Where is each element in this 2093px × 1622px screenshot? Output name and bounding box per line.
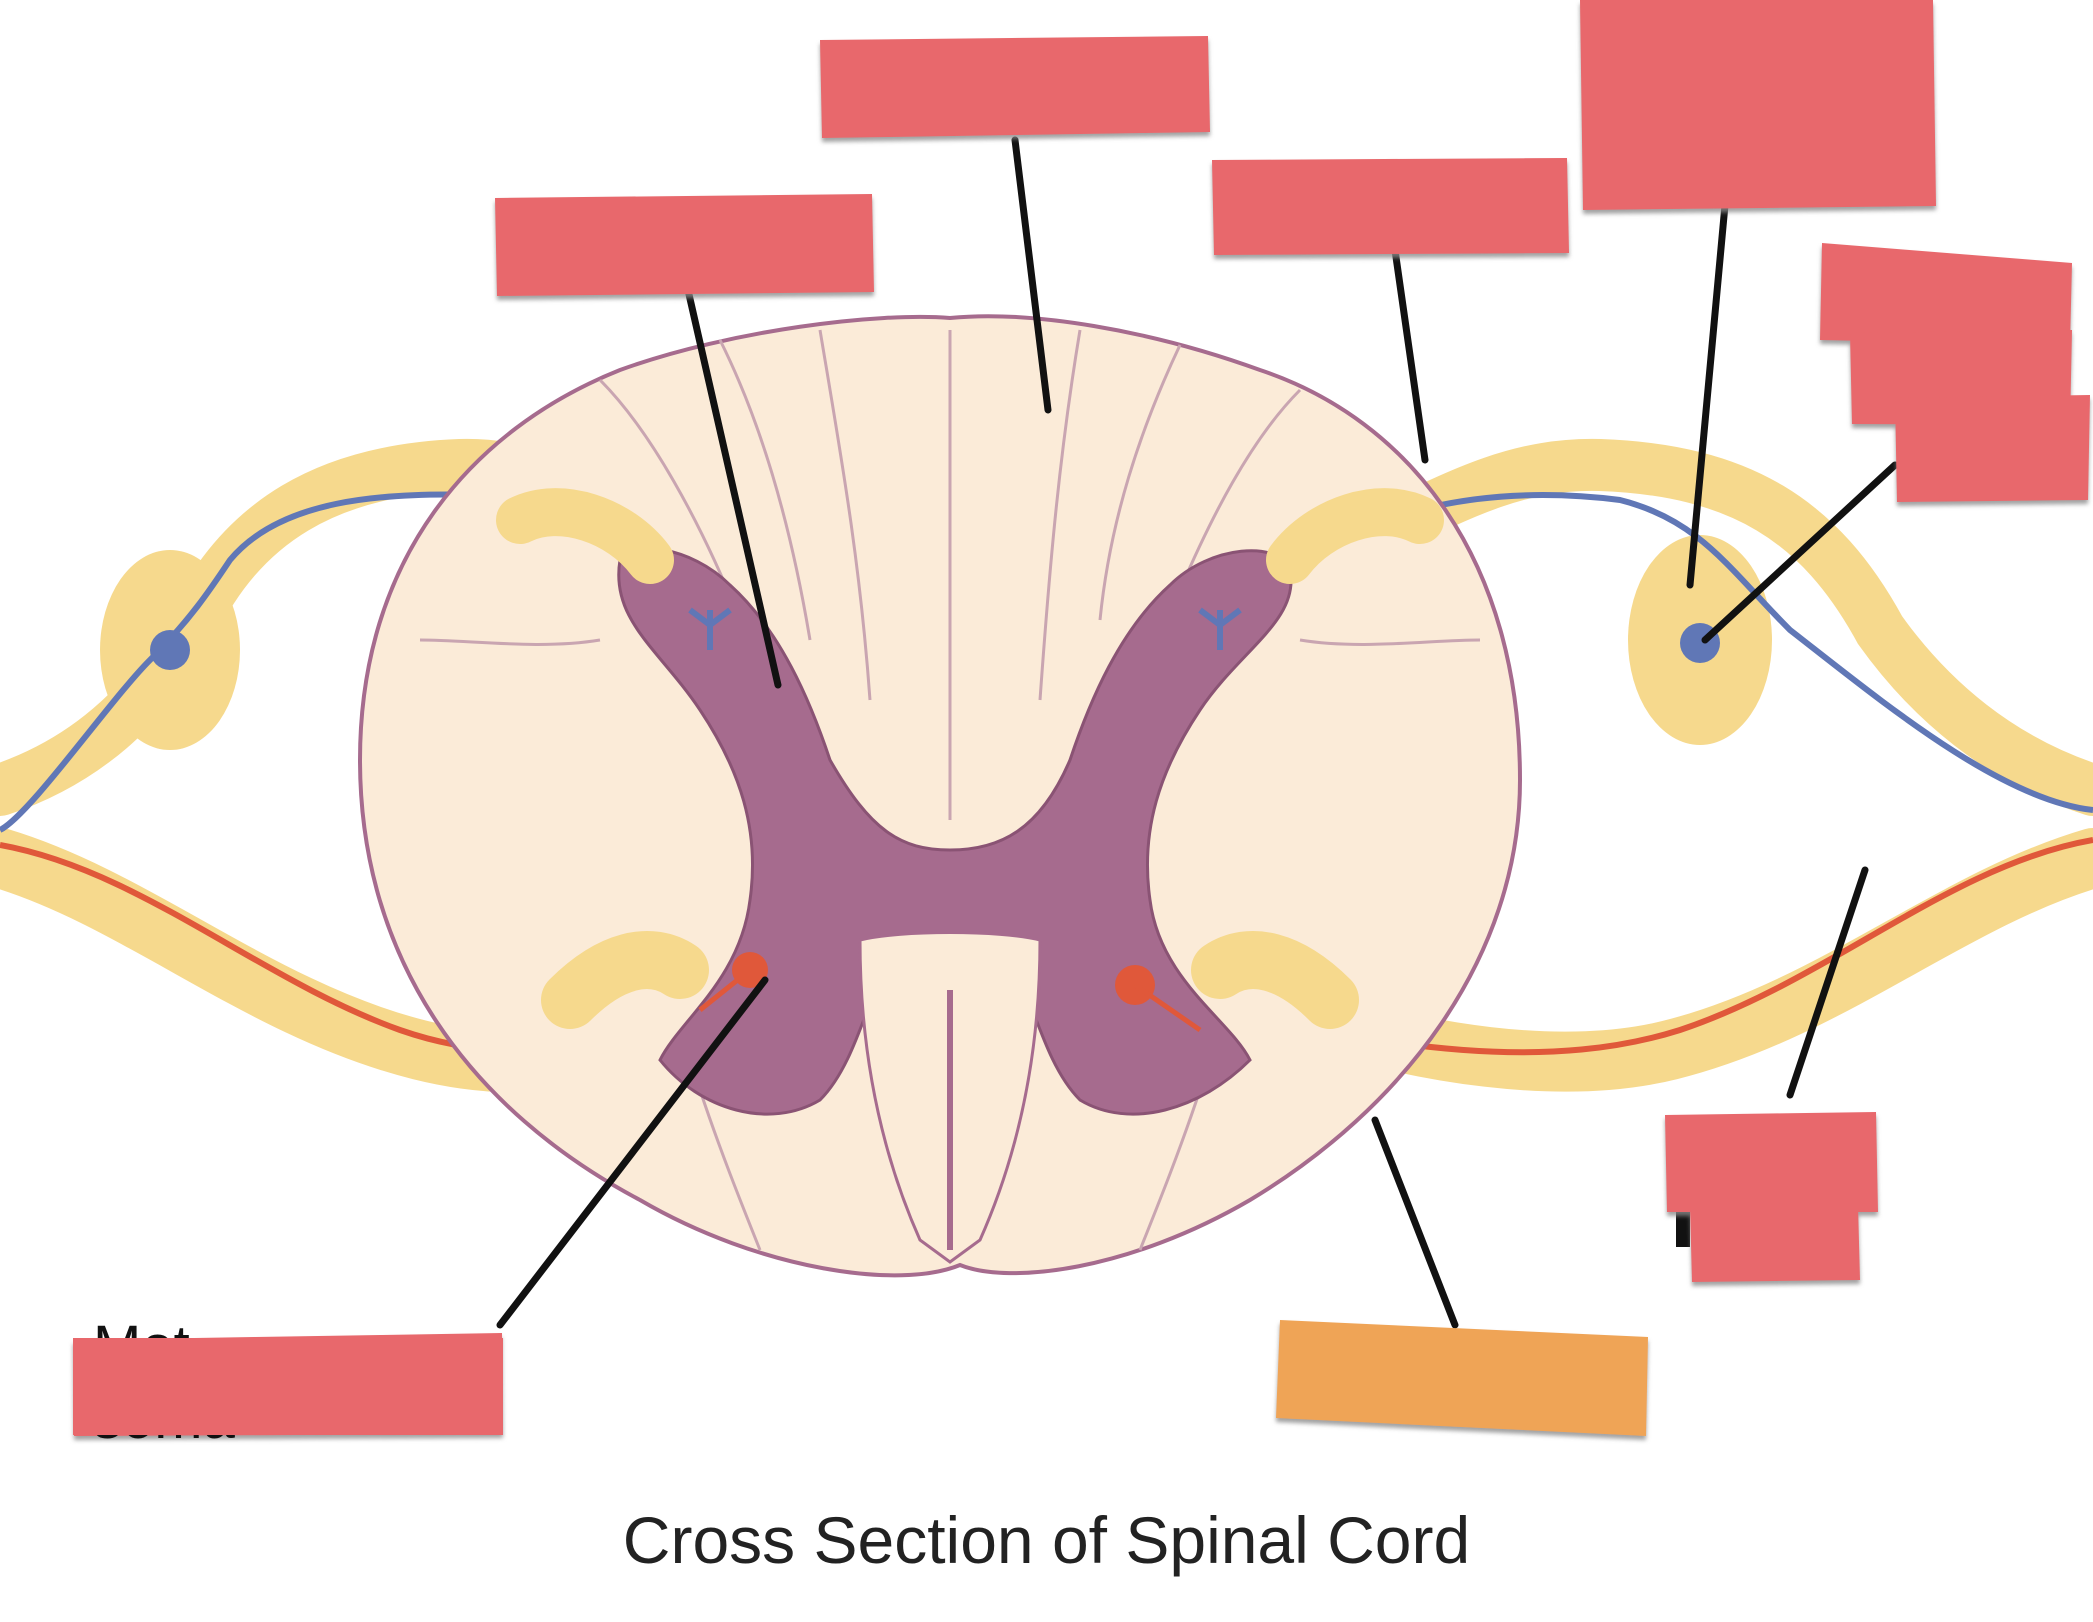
left-sensory-soma [150, 630, 190, 670]
label-lower-right[interactable] [1665, 1112, 1878, 1282]
diagram-caption: Cross Section of Spinal Cord [622, 1503, 1471, 1577]
label-top-center[interactable] [820, 36, 1210, 138]
label-right-stack[interactable] [1820, 243, 2090, 502]
leader-lines [496, 136, 1899, 1329]
label-upper-mid-right[interactable] [1212, 158, 1569, 255]
left-sensory-terminal [688, 607, 732, 650]
label-upper-left[interactable] [495, 194, 874, 296]
label-bottom-center-right[interactable] [1276, 1320, 1648, 1436]
hidden-label-letter-fragment [1676, 1205, 1690, 1247]
label-top-right[interactable] [1580, 0, 1936, 210]
label-bottom-left-cover [73, 1338, 503, 1435]
right-sensory-terminal [1198, 607, 1242, 650]
